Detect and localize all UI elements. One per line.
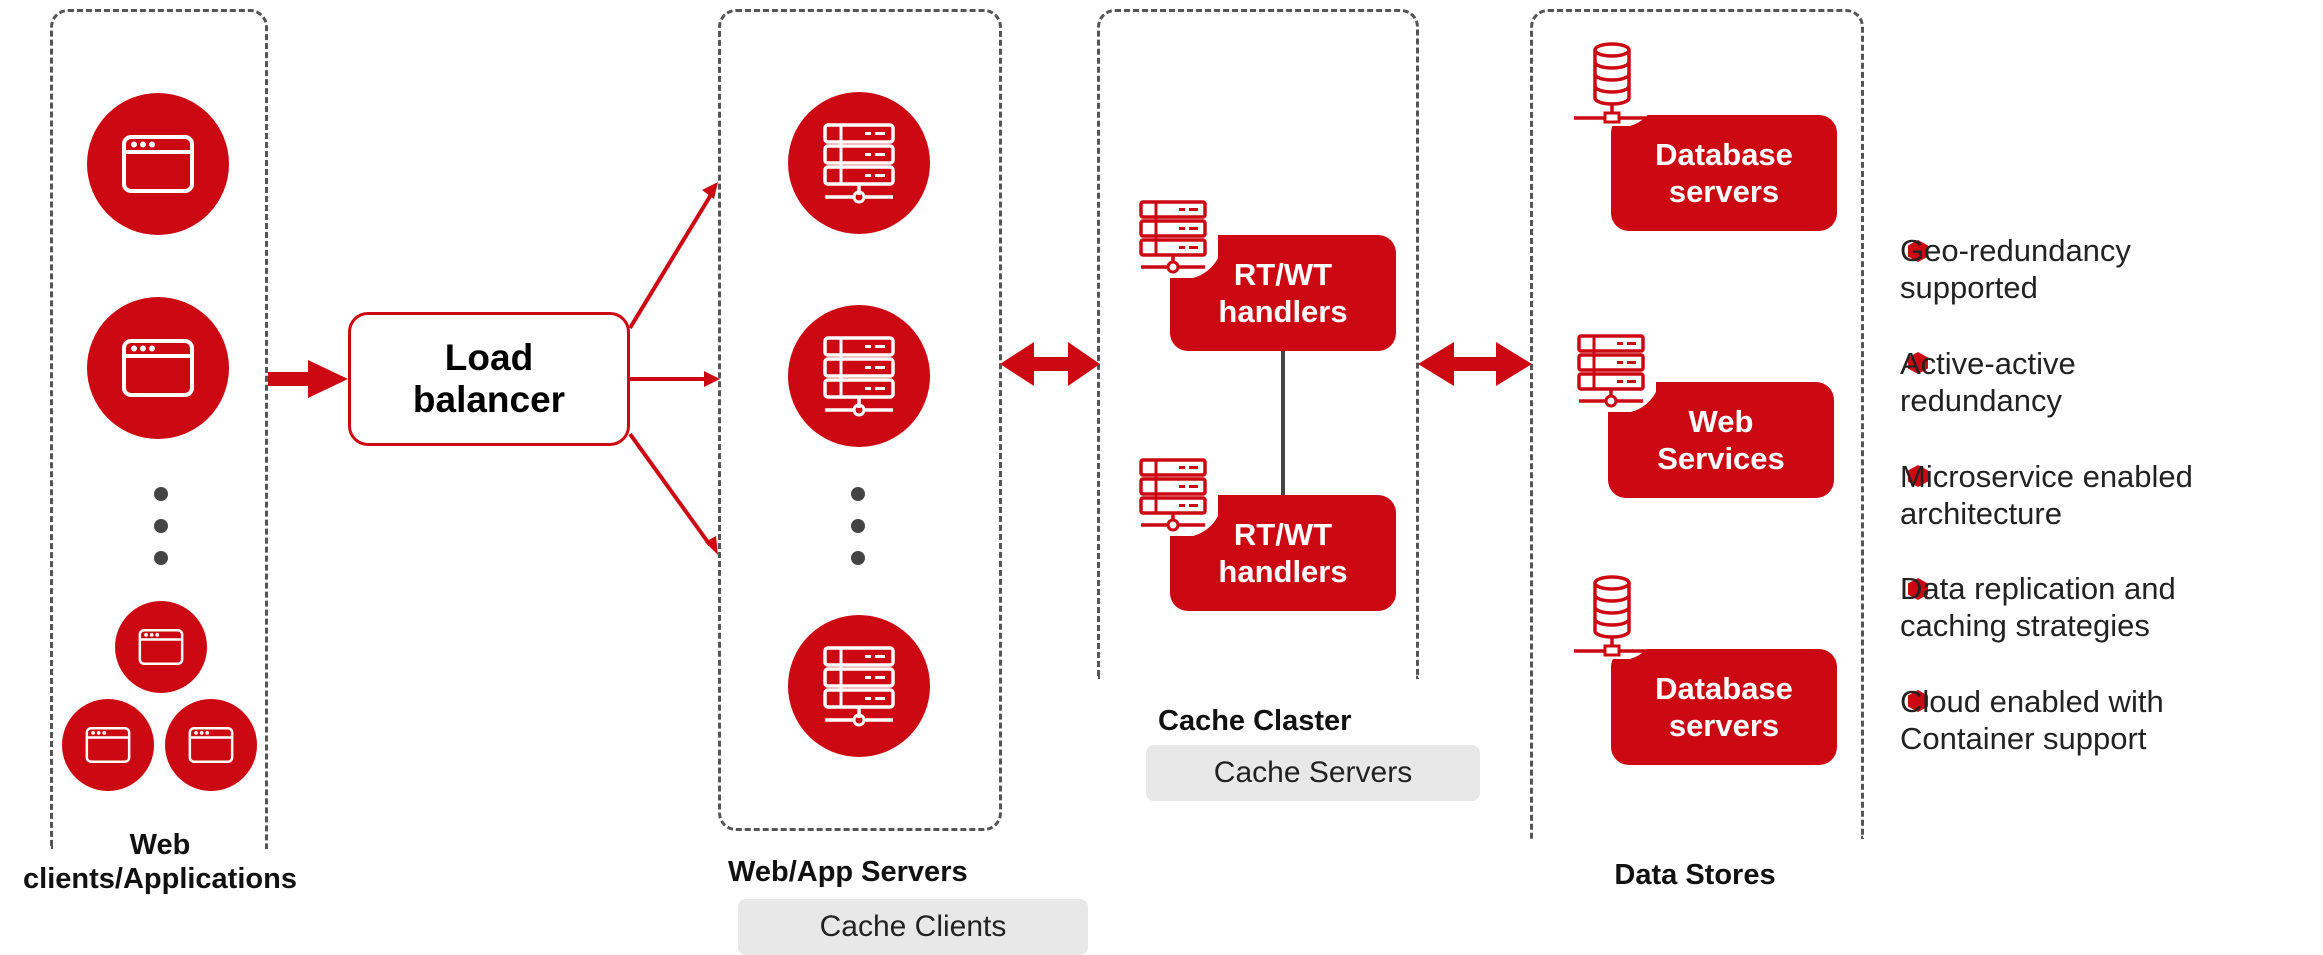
ellipsis-dot	[154, 487, 168, 501]
cache-servers-box: Cache Servers	[1146, 745, 1480, 801]
client-to-lb-arrow	[268, 360, 348, 398]
rt-wt-handler-label: RT/WT handlers	[1218, 517, 1348, 589]
app-server-circle	[788, 305, 930, 447]
feature-item: Active-active redundancy	[1900, 346, 2076, 418]
data-store-box: Database servers	[1611, 115, 1837, 231]
hexagon-bullet-icon	[1908, 578, 1928, 600]
servers-cache-double-arrow	[1000, 342, 1100, 386]
feature-item: Cloud enabled with Container support	[1900, 684, 2164, 756]
data-store-label: Web Services	[1657, 404, 1785, 476]
data-store-label: Database servers	[1655, 671, 1793, 743]
server-rack-icon	[823, 646, 895, 727]
browser-window-icon	[188, 726, 234, 764]
cache-datastores-double-arrow	[1418, 342, 1532, 386]
hexagon-bullet-icon	[1908, 240, 1928, 262]
hexagon-bullet-icon	[1908, 465, 1928, 487]
feature-item: Data replication and caching strategies	[1900, 571, 2176, 643]
data-stores-label: Data Stores	[1614, 859, 1776, 891]
database-icon	[1568, 573, 1656, 659]
ellipsis-dot	[851, 551, 865, 565]
server-rack-icon	[823, 123, 895, 204]
load-balancer-box: Load balancer	[348, 312, 630, 446]
load-balancer-label: Load balancer	[412, 337, 566, 420]
cache-cluster-label: Cache Claster	[1158, 705, 1352, 737]
cache-servers-label: Cache Servers	[1213, 756, 1413, 789]
data-store-label: Database servers	[1655, 137, 1793, 209]
web-client-circle-small	[165, 699, 257, 791]
server-rack-icon	[1566, 328, 1656, 412]
web-app-servers-container	[718, 9, 1002, 831]
web-app-servers-label: Web/App Servers	[728, 856, 968, 888]
ellipsis-dot	[851, 487, 865, 501]
ellipsis-dot	[154, 551, 168, 565]
web-clients-container	[50, 9, 268, 849]
lb-fanout-arrows	[628, 182, 720, 555]
cache-cluster-container	[1097, 9, 1419, 679]
app-server-circle	[788, 615, 930, 757]
feature-item: Microservice enabled architecture	[1900, 459, 2193, 531]
ellipsis-dot	[154, 519, 168, 533]
web-client-circle-small	[115, 601, 207, 693]
ellipsis-dot	[851, 519, 865, 533]
web-client-circle-small	[62, 699, 154, 791]
server-rack-icon	[1128, 452, 1218, 536]
database-icon	[1568, 40, 1656, 126]
web-clients-label: Web clients/Applications	[23, 829, 297, 895]
feature-item: Geo-redundancy supported	[1900, 233, 2131, 305]
hexagon-bullet-icon	[1908, 690, 1928, 712]
browser-window-icon	[138, 628, 184, 666]
web-client-circle	[87, 93, 229, 235]
server-rack-icon	[1128, 194, 1218, 278]
server-rack-icon	[823, 336, 895, 417]
hexagon-bullet-icon	[1908, 352, 1928, 374]
browser-window-icon	[122, 339, 194, 397]
cache-clients-box: Cache Clients	[738, 899, 1088, 955]
rt-wt-handler-label: RT/WT handlers	[1218, 257, 1348, 329]
data-store-box: Database servers	[1611, 649, 1837, 765]
browser-window-icon	[122, 135, 194, 193]
web-client-circle	[87, 297, 229, 439]
browser-window-icon	[85, 726, 131, 764]
cache-clients-label: Cache Clients	[819, 910, 1007, 943]
data-stores-container	[1530, 9, 1864, 839]
app-server-circle	[788, 92, 930, 234]
